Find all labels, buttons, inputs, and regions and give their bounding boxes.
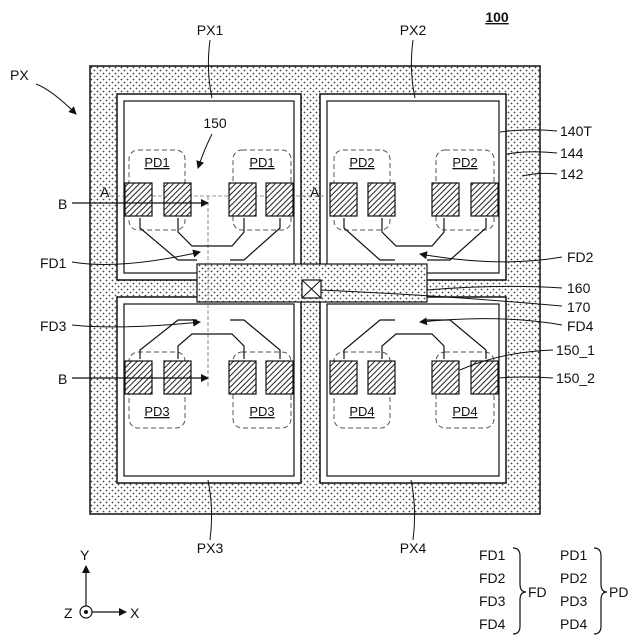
legend-pd2: PD2 — [560, 570, 587, 586]
axis-z-label: Z — [64, 605, 73, 621]
figure-number: 100 — [485, 9, 509, 25]
legend-fd4: FD4 — [479, 616, 506, 632]
fd4-label: FD4 — [567, 318, 594, 334]
legend-pd-group: PD — [609, 584, 628, 600]
label-144: 144 — [560, 145, 584, 161]
label-170: 170 — [567, 299, 591, 315]
legend-pd3: PD3 — [560, 593, 587, 609]
label-150-1: 150_1 — [556, 342, 595, 358]
axis-indicator: Y X Z — [64, 547, 140, 621]
fd1-label: FD1 — [40, 255, 67, 271]
legend-pd-brace — [594, 548, 607, 634]
pd4-label-right: PD4 — [452, 404, 477, 419]
label-140t: 140T — [560, 123, 592, 139]
fd2-label: FD2 — [567, 249, 594, 265]
section-a-right: A — [310, 184, 320, 200]
legend-fd3: FD3 — [479, 593, 506, 609]
legend-fd1: FD1 — [479, 547, 506, 563]
section-b-bottom: B — [58, 371, 67, 387]
pd3-label-right: PD3 — [249, 404, 274, 419]
px3-label: PX3 — [197, 540, 224, 556]
label-150-2: 150_2 — [556, 370, 595, 386]
label-142: 142 — [560, 166, 584, 182]
axis-y-label: Y — [80, 547, 90, 563]
section-a-left: A — [100, 184, 110, 200]
px4-label: PX4 — [400, 540, 427, 556]
pd1-label-left: PD1 — [144, 155, 169, 170]
label-150: 150 — [203, 115, 227, 131]
center-contact-170 — [302, 280, 321, 298]
px-leader — [36, 84, 76, 114]
axis-x-label: X — [130, 605, 140, 621]
label-160: 160 — [567, 280, 591, 296]
section-b-top: B — [58, 196, 67, 212]
legend-pd4: PD4 — [560, 616, 587, 632]
legend-fd-brace — [513, 548, 526, 634]
px1-label: PX1 — [197, 22, 224, 38]
pd4-label-left: PD4 — [349, 404, 374, 419]
px2-label: PX2 — [400, 22, 427, 38]
px-group-label: PX — [10, 67, 29, 83]
fd3-label: FD3 — [40, 318, 67, 334]
legend-fd2: FD2 — [479, 570, 506, 586]
pd1-label-right: PD1 — [249, 155, 274, 170]
pd2-label-right: PD2 — [452, 155, 477, 170]
pd3-label-left: PD3 — [144, 404, 169, 419]
legend-fd: FD1 FD2 FD3 FD4 FD — [479, 547, 547, 634]
pd2-label-left: PD2 — [349, 155, 374, 170]
legend-pd: PD1 PD2 PD3 PD4 PD — [560, 547, 628, 634]
legend-fd-group: FD — [528, 584, 547, 600]
legend-pd1: PD1 — [560, 547, 587, 563]
